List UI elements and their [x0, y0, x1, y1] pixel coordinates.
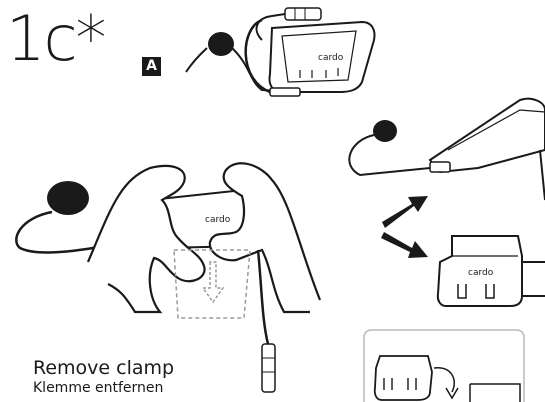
- caption-english: Remove clamp: [33, 357, 174, 379]
- clamp-right: cardo: [438, 236, 545, 306]
- arrow-up-right-icon: [382, 196, 428, 228]
- inset-panel: [364, 330, 524, 402]
- headset-unit-top: cardo: [186, 8, 375, 96]
- microphone-icon: [47, 181, 89, 215]
- microphone-icon: [208, 32, 234, 56]
- headset-unit-right: [349, 99, 545, 200]
- microphone-icon: [373, 120, 397, 142]
- step-number: 1c*: [6, 8, 105, 70]
- caption-german: Klemme entfernen: [33, 380, 163, 396]
- arrow-down-icon: [203, 262, 223, 302]
- variant-badge: A: [142, 57, 161, 76]
- brand-logo-top: cardo: [318, 53, 344, 63]
- brand-logo-main: cardo: [205, 215, 231, 225]
- brand-logo-clamp: cardo: [468, 268, 494, 278]
- arrow-down-right-icon: [381, 232, 428, 258]
